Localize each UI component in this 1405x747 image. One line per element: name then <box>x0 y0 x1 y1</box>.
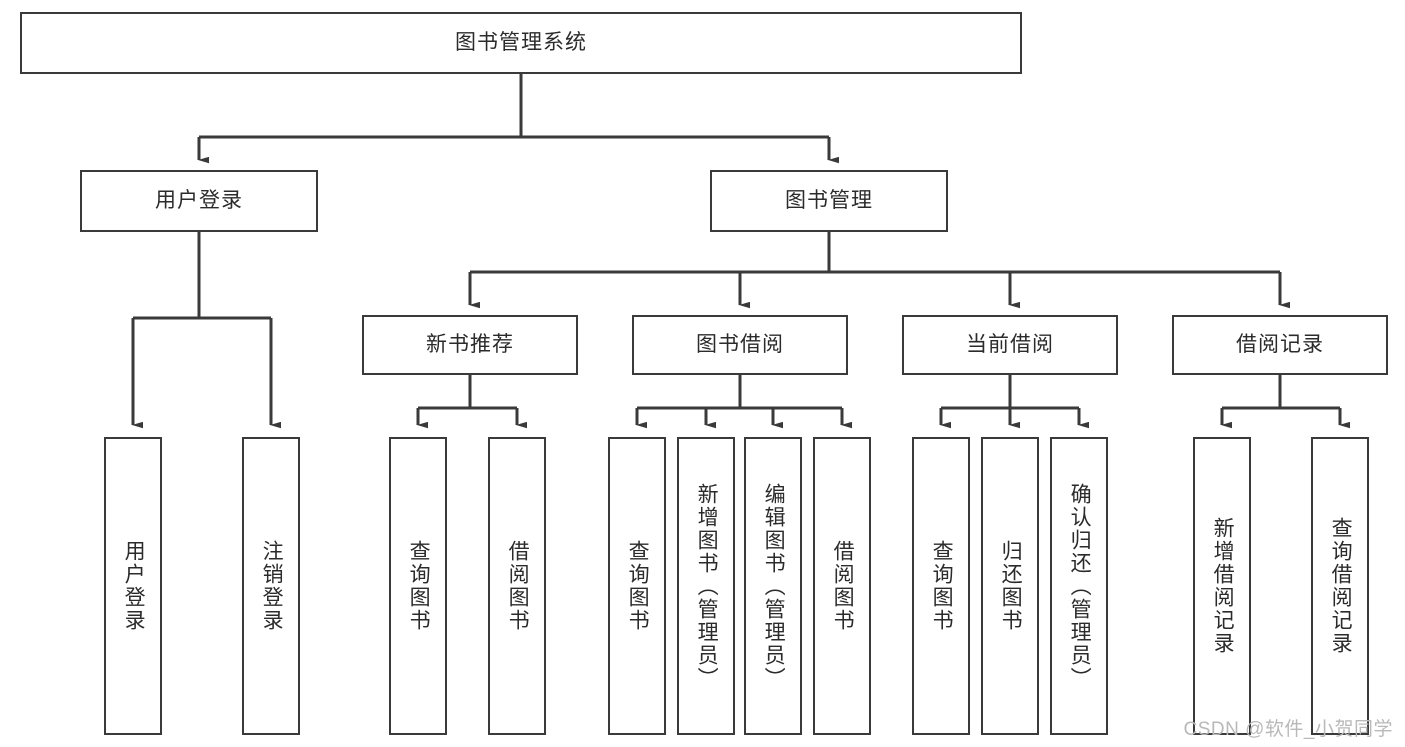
node-label: 用户登录 <box>122 540 146 632</box>
node-book-management[interactable]: 图书管理 <box>710 170 948 232</box>
node-user-login[interactable]: 用户登录 <box>80 170 318 232</box>
node-label: 当前借阅 <box>966 333 1054 357</box>
leaf-query-books-current[interactable]: 查询图书 <box>912 437 970 735</box>
node-label: 图书管理系统 <box>455 31 587 55</box>
node-current-borrowing[interactable]: 当前借阅 <box>902 315 1118 375</box>
node-label: 查询图书 <box>626 540 650 632</box>
node-label: 借阅图书 <box>506 540 530 632</box>
node-label: 借阅记录 <box>1236 333 1324 357</box>
leaf-confirm-return-admin[interactable]: 确认归还（管理员） <box>1050 437 1108 735</box>
node-label: 编辑图书（管理员） <box>762 482 786 690</box>
leaf-return-books[interactable]: 归还图书 <box>981 437 1039 735</box>
node-label: 新增图书（管理员） <box>695 482 719 690</box>
leaf-borrow-books[interactable]: 借阅图书 <box>813 437 871 735</box>
leaf-edit-book-admin[interactable]: 编辑图书（管理员） <box>744 437 802 735</box>
node-label: 新书推荐 <box>426 333 514 357</box>
node-label: 图书管理 <box>785 189 873 213</box>
leaf-borrow-books-new[interactable]: 借阅图书 <box>488 437 546 735</box>
node-label: 归还图书 <box>999 540 1023 632</box>
node-new-book-recommendation[interactable]: 新书推荐 <box>362 315 578 375</box>
node-root-book-management-system[interactable]: 图书管理系统 <box>20 12 1022 74</box>
leaf-add-borrow-record[interactable]: 新增借阅记录 <box>1193 437 1251 735</box>
watermark-text: CSDN @软件_小贺同学 <box>1183 719 1393 740</box>
node-label: 查询图书 <box>930 540 954 632</box>
leaf-user-login[interactable]: 用户登录 <box>104 437 162 735</box>
node-borrowing-records[interactable]: 借阅记录 <box>1172 315 1388 375</box>
node-label: 查询图书 <box>407 540 431 632</box>
node-label: 新增借阅记录 <box>1211 517 1235 655</box>
node-label: 图书借阅 <box>696 333 784 357</box>
node-label: 确认归还（管理员） <box>1068 482 1092 690</box>
node-label: 注销登录 <box>260 540 284 632</box>
leaf-logout[interactable]: 注销登录 <box>242 437 300 735</box>
node-label: 查询借阅记录 <box>1329 517 1353 655</box>
leaf-query-books-new[interactable]: 查询图书 <box>389 437 447 735</box>
leaf-query-books-borrow[interactable]: 查询图书 <box>608 437 666 735</box>
node-label: 借阅图书 <box>831 540 855 632</box>
node-label: 用户登录 <box>155 189 243 213</box>
leaf-query-borrow-record[interactable]: 查询借阅记录 <box>1311 437 1369 735</box>
leaf-add-book-admin[interactable]: 新增图书（管理员） <box>677 437 735 735</box>
node-book-borrowing[interactable]: 图书借阅 <box>632 315 848 375</box>
